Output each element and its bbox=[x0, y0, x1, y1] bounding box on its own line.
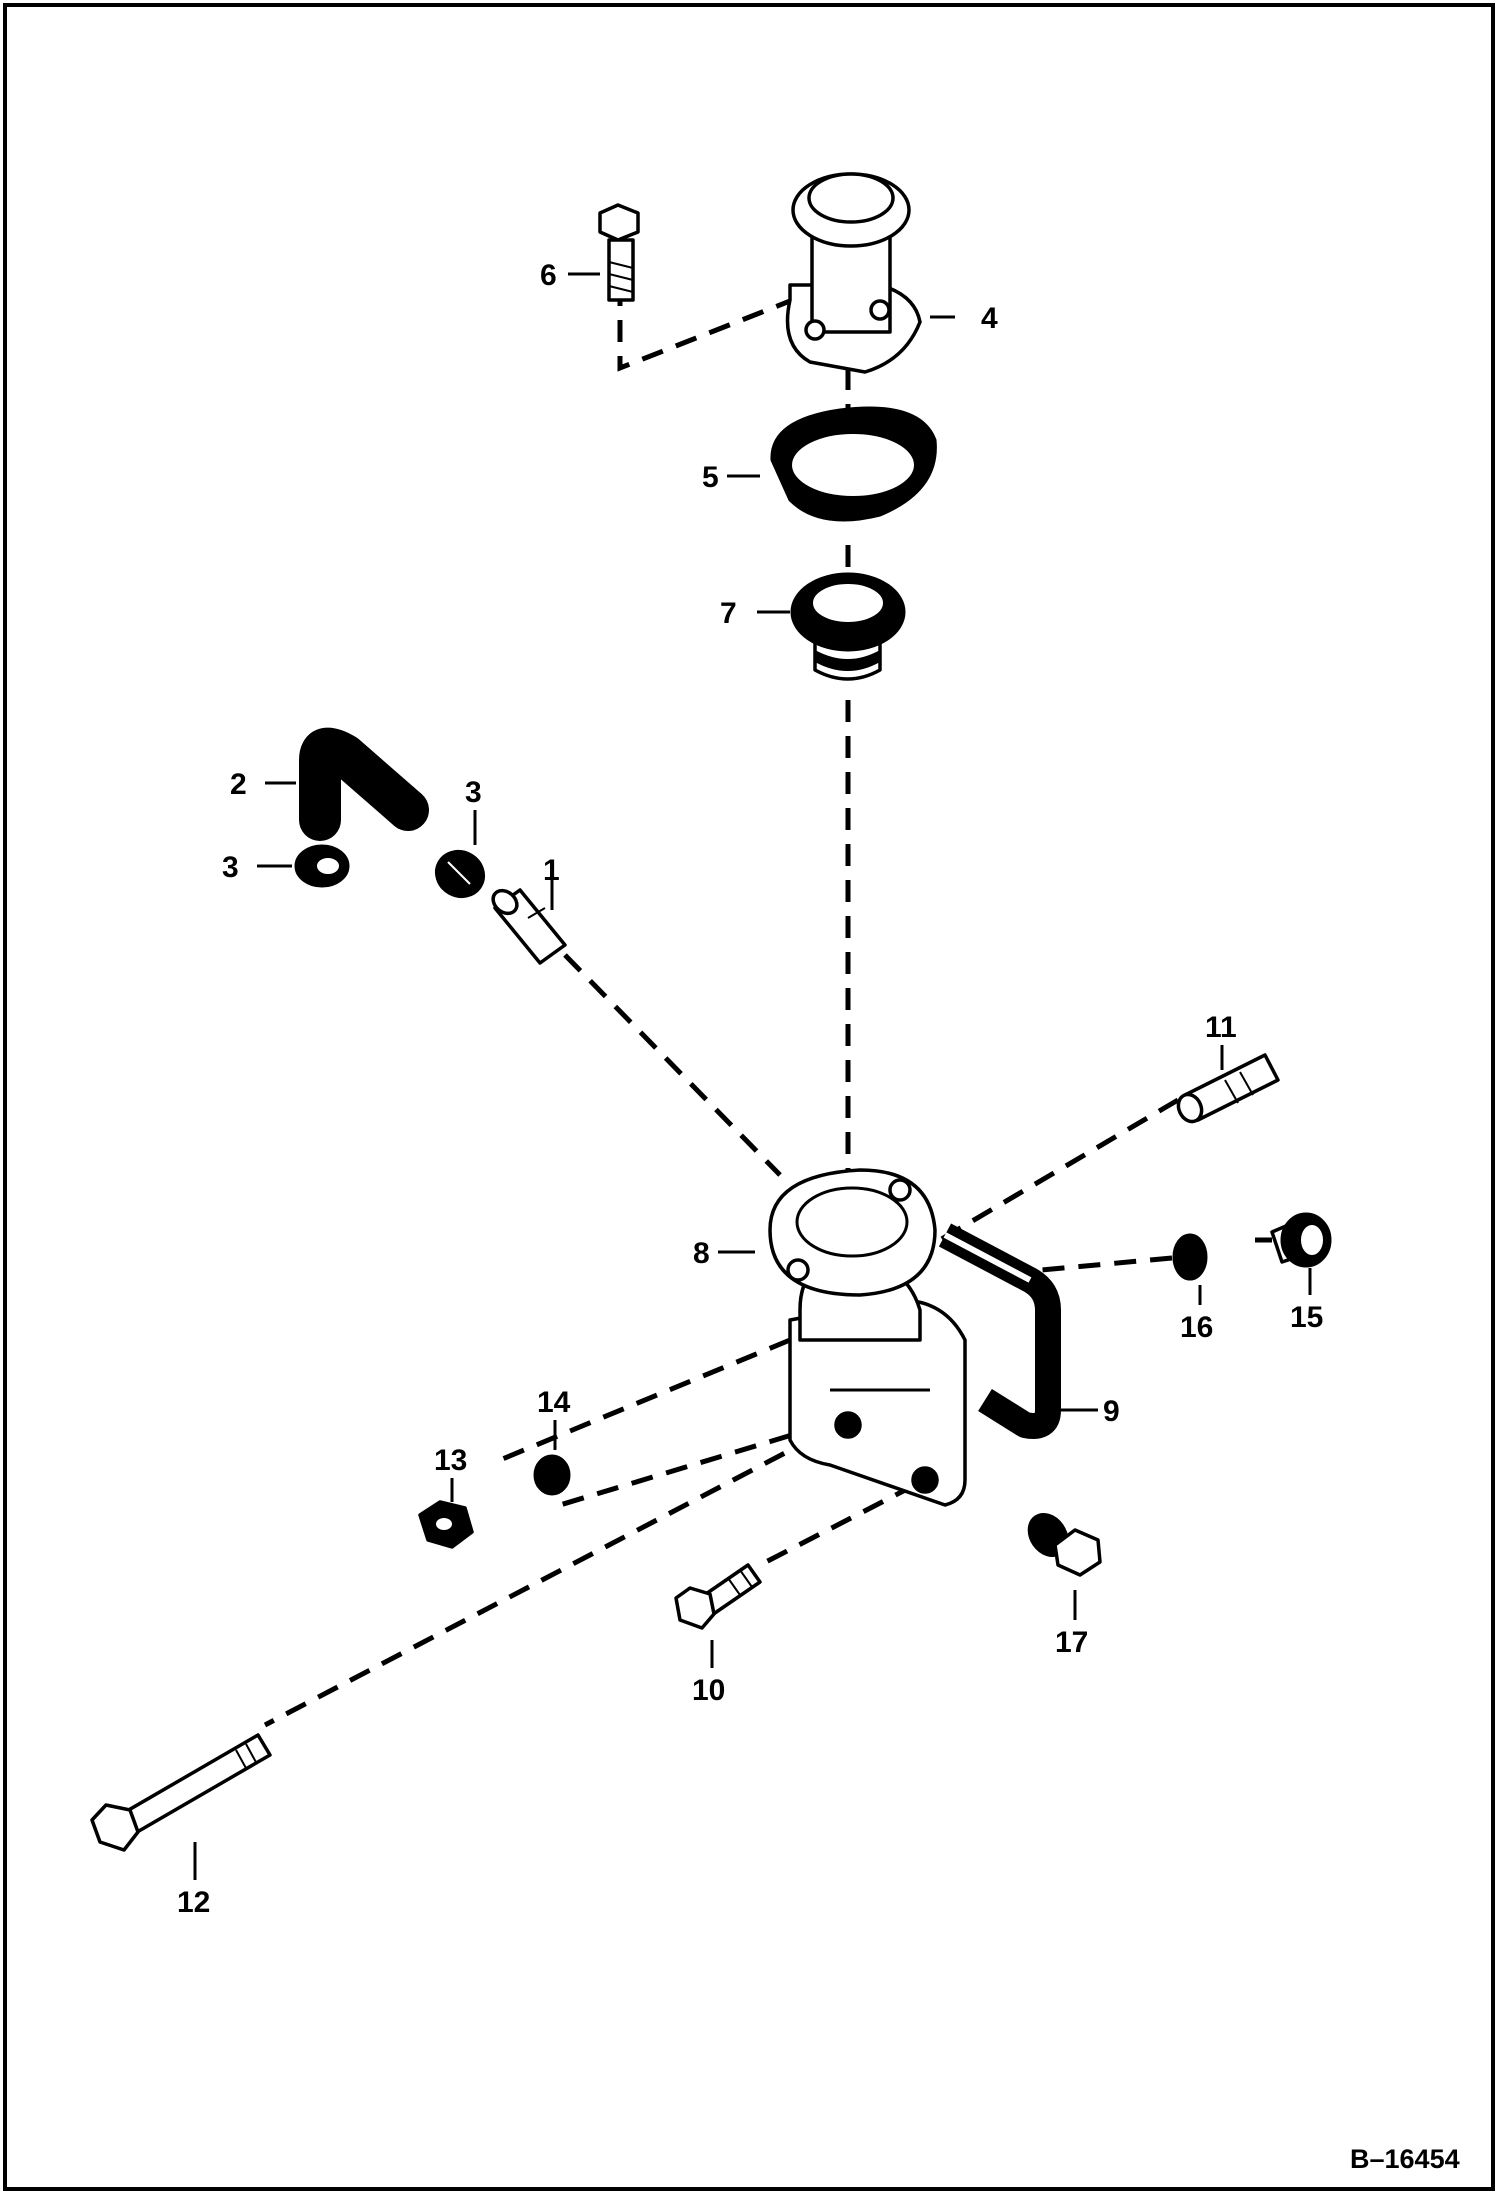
callout-16: 16 bbox=[1180, 1311, 1213, 1344]
callout-12: 12 bbox=[177, 1886, 210, 1919]
callout-14: 14 bbox=[537, 1386, 571, 1419]
callout-7: 7 bbox=[720, 597, 737, 630]
callout-17: 17 bbox=[1055, 1626, 1088, 1659]
callout-11: 11 bbox=[1205, 1011, 1237, 1044]
hex-bolt-6 bbox=[598, 203, 640, 302]
lock-washer-14 bbox=[533, 1454, 571, 1496]
callout-13: 13 bbox=[434, 1444, 467, 1477]
callout-5: 5 bbox=[702, 461, 719, 494]
callout-3-right: 3 bbox=[465, 776, 482, 809]
assembly-lines bbox=[263, 248, 1272, 1728]
hose-clamp-3-left bbox=[294, 844, 350, 888]
gasket-5 bbox=[770, 406, 937, 522]
bolt-10 bbox=[674, 1563, 762, 1630]
callout-3-left: 3 bbox=[222, 851, 239, 884]
thermostat-housing-8 bbox=[768, 1168, 967, 1507]
thermostat-7 bbox=[790, 572, 906, 681]
callout-labels: 6 4 5 7 2 3 3 1 11 8 9 16 15 14 13 10 17… bbox=[177, 259, 1323, 1919]
callout-1: 1 bbox=[543, 854, 560, 887]
hose-clamp-3-right bbox=[434, 849, 486, 899]
drain-plug-17 bbox=[1027, 1513, 1102, 1577]
stud-11 bbox=[1176, 1053, 1280, 1124]
long-bolt-12 bbox=[90, 1733, 272, 1852]
hex-nut-13 bbox=[418, 1500, 474, 1549]
callout-8: 8 bbox=[693, 1237, 710, 1270]
water-outlet-housing-4 bbox=[785, 172, 922, 374]
callout-10: 10 bbox=[692, 1674, 725, 1707]
hose-elbow-2 bbox=[299, 727, 429, 841]
callout-9: 9 bbox=[1103, 1395, 1120, 1428]
washer-16 bbox=[1172, 1233, 1208, 1281]
callout-4: 4 bbox=[981, 302, 998, 335]
callout-2: 2 bbox=[230, 768, 247, 801]
plug-15 bbox=[1270, 1212, 1332, 1268]
nipple-fitting-1 bbox=[491, 888, 567, 965]
callout-15: 15 bbox=[1290, 1301, 1323, 1334]
callout-6: 6 bbox=[540, 259, 557, 292]
figure-id: B–16454 bbox=[1350, 2144, 1460, 2174]
bypass-pipe-9 bbox=[938, 1223, 1061, 1439]
diagram-border bbox=[3, 3, 1495, 2191]
leader-lines bbox=[193, 272, 1312, 1880]
